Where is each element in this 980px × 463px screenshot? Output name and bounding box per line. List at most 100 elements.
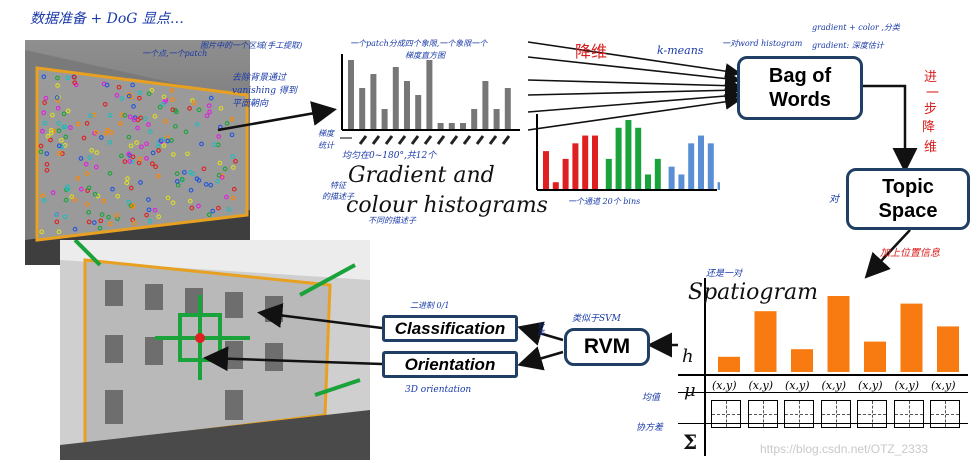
keypoint-marker — [146, 207, 152, 213]
note-topic-mark: 对 — [829, 194, 839, 205]
note-dim-reduction: 降维 — [575, 42, 608, 61]
keypoint-marker — [212, 142, 217, 147]
orientation-box: Orientation — [382, 351, 518, 378]
keypoint-marker — [119, 96, 125, 101]
keypoint-marker — [114, 212, 119, 218]
keypoint-marker — [56, 143, 62, 149]
colour-title: colour histograms — [346, 193, 548, 218]
note-patch-hist-1: 一个patch分成四个象限,一个象限一个 — [350, 39, 488, 48]
keypoint-marker — [230, 154, 236, 159]
keypoint-marker — [122, 159, 128, 164]
keypoint-marker — [229, 116, 235, 122]
note-data-prep: 数据准备 + DoG 显点… — [30, 11, 184, 27]
keypoint-marker — [128, 143, 134, 149]
keypoint-marker — [43, 95, 49, 101]
keypoint-marker — [156, 148, 161, 153]
keypoint-marker — [230, 195, 236, 201]
keypoint-marker — [146, 197, 151, 202]
colour-bar-green — [625, 120, 632, 190]
colour-bar-red — [592, 135, 598, 190]
mean-xy-label: (x,y) — [931, 379, 956, 392]
keypoint-marker — [196, 107, 202, 113]
orientation-tick — [462, 135, 472, 145]
keypoint-marker — [107, 112, 113, 118]
keypoint-marker — [75, 176, 81, 181]
keypoint-marker — [185, 151, 190, 157]
orientation-tick — [488, 135, 498, 145]
keypoint-marker — [50, 190, 56, 196]
keypoint-marker — [144, 141, 149, 147]
keypoint-marker — [179, 177, 185, 182]
keypoint-marker — [215, 178, 220, 184]
gradient-title: Gradient and — [348, 163, 495, 188]
keypoint-marker — [224, 194, 229, 200]
keypoint-marker — [116, 84, 122, 90]
keypoint-marker — [54, 212, 59, 218]
keypoint-marker — [54, 95, 60, 100]
keypoint-marker — [126, 134, 132, 140]
mean-xy-label: (x,y) — [821, 379, 847, 392]
keypoint-marker — [93, 164, 99, 170]
keypoint-marker — [233, 158, 238, 164]
spatiogram-bar — [718, 356, 740, 372]
keypoint-marker — [40, 193, 46, 199]
orientation-tick — [384, 135, 394, 145]
keypoint-marker — [187, 198, 193, 204]
keypoint-marker — [65, 108, 71, 114]
keypoint-marker — [106, 214, 111, 220]
mean-xy-label: (x,y) — [785, 379, 810, 392]
keypoint-marker — [38, 149, 44, 155]
keypoint-marker — [216, 134, 222, 139]
colour-bar-blue — [707, 143, 714, 190]
keypoint-marker — [118, 121, 123, 126]
mean-xy-label: (x,y) — [858, 379, 883, 392]
note-cov: 协方差 — [636, 423, 664, 433]
keypoint-marker — [87, 155, 92, 160]
keypoint-marker — [99, 212, 105, 217]
keypoint-marker — [137, 156, 143, 162]
keypoint-marker — [187, 106, 192, 111]
keypoint-marker — [124, 180, 130, 186]
keypoint-marker — [84, 171, 90, 176]
colour-bar-blue — [717, 182, 720, 190]
keypoint-marker — [94, 150, 100, 155]
colour-bar-green — [605, 158, 612, 190]
note-mean: 均值 — [642, 393, 661, 403]
spatiogram-bar — [791, 349, 813, 372]
note-further-4: 降 — [922, 120, 936, 135]
note-patch: 一个点,一个patch — [142, 49, 208, 58]
keypoint-marker — [108, 130, 114, 135]
mu-label: μ — [684, 380, 696, 401]
topic-space-label: Topic Space — [878, 176, 938, 222]
note-region: 图片中的一个区域(手工提取) — [200, 41, 303, 50]
keypoint-marker — [142, 116, 148, 122]
keypoint-marker — [226, 207, 232, 212]
note-vanishing-2: vanishing 得到 — [232, 86, 297, 96]
colour-bar-blue — [698, 135, 704, 190]
keypoint-marker — [126, 93, 132, 99]
keypoint-marker — [136, 95, 142, 101]
keypoint-marker — [72, 226, 78, 232]
orientation-tick — [501, 135, 511, 145]
keypoint-marker — [148, 129, 153, 134]
covariance-cell — [747, 400, 778, 428]
keypoint-marker — [88, 113, 93, 119]
keypoint-marker — [55, 83, 60, 88]
keypoint-marker — [44, 161, 50, 167]
spatiogram-bar — [864, 341, 886, 372]
keypoint-marker — [132, 220, 137, 226]
gradient-bar — [415, 95, 422, 130]
gradient-histogram — [341, 54, 520, 145]
note-colour-desc: 不同的描述子 — [368, 216, 416, 225]
keypoint-marker — [62, 214, 68, 220]
keypoint-marker — [149, 161, 155, 167]
note-further-2: 一 — [926, 86, 940, 101]
note-still-one: 还是一对 — [706, 269, 743, 279]
mean-xy-label: (x,y) — [712, 379, 737, 392]
keypoint-marker — [134, 140, 139, 145]
keypoint-marker — [42, 120, 48, 126]
keypoint-marker — [161, 143, 167, 148]
keypoint-marker — [41, 198, 47, 203]
keypoint-marker — [103, 131, 109, 136]
gradient-bar — [404, 81, 410, 130]
